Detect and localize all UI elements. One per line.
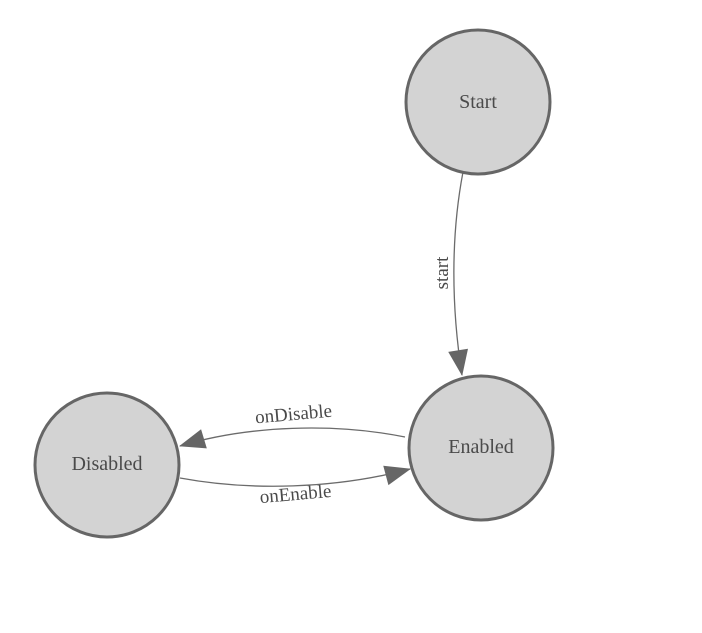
node-enabled-circle: [407, 374, 555, 522]
edge-line-start: [448, 171, 469, 376]
edge-label-ondisable: onDisable: [254, 401, 333, 429]
node-disabled: Disabled: [33, 391, 181, 539]
edge-enabled-to-disabled: onDisable: [179, 401, 406, 449]
edge-line-onenable: [179, 465, 411, 487]
edge-start-to-enabled: start: [432, 171, 469, 376]
node-enabled-label: Enabled: [448, 436, 514, 458]
node-start: Start: [404, 28, 552, 176]
node-enabled: Enabled: [407, 374, 555, 522]
edge-label-onenable: onEnable: [259, 481, 332, 508]
edge-label-start: start: [432, 256, 453, 289]
node-start-label: Start: [459, 91, 497, 113]
edge-line-ondisable: [179, 427, 406, 449]
node-disabled-circle: [33, 391, 181, 539]
node-start-circle: [404, 28, 552, 176]
edge-disabled-to-enabled: onEnable: [179, 465, 411, 508]
node-disabled-label: Disabled: [71, 453, 142, 475]
